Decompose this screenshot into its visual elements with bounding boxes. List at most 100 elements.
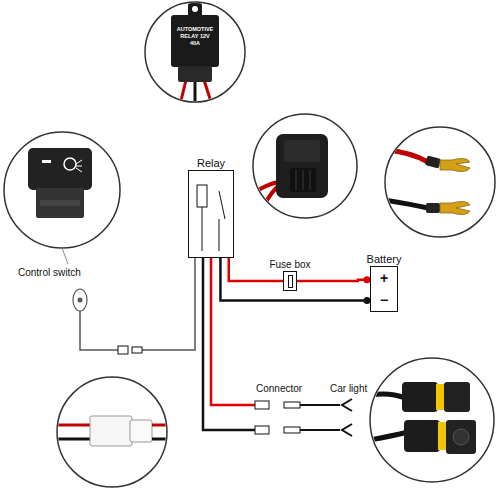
- control-switch-symbol: [78, 298, 83, 303]
- harness-wire: [203, 258, 255, 430]
- terminal-photo: [385, 150, 428, 162]
- switch-photo: [36, 188, 84, 218]
- relay-coil: [197, 185, 207, 207]
- fuse-photo: [303, 170, 304, 190]
- terminal-photo: [385, 150, 470, 215]
- light-connector: [284, 402, 300, 408]
- switch-photo: [4, 132, 120, 248]
- bulb-photo: [402, 382, 438, 412]
- relay-internals: [189, 171, 232, 256]
- wire: [220, 258, 370, 301]
- relay-box: Relay: [188, 156, 234, 258]
- relay-photo: [180, 80, 186, 105]
- part-label: Connector: [256, 383, 302, 394]
- plug-photo: [152, 438, 170, 441]
- relay-photo: [171, 15, 219, 67]
- part-label: Car light: [330, 383, 367, 394]
- fuse-photo: [276, 134, 328, 198]
- terminal-photo: [385, 127, 495, 237]
- node-heading: Fuse box: [269, 258, 310, 271]
- light-connector: [255, 426, 269, 434]
- switch-photo: [76, 166, 82, 167]
- fuse-photo: [258, 186, 278, 218]
- harness-wire: [80, 311, 118, 350]
- bulb-photo: [444, 382, 470, 412]
- node-heading: Battery: [367, 252, 402, 266]
- harness-wire: [142, 258, 195, 350]
- bulb-photo: [453, 429, 469, 445]
- switch-photo: [64, 158, 76, 170]
- harness-wire: [80, 258, 340, 430]
- switch-connector: [132, 347, 142, 353]
- wire: [297, 280, 370, 281]
- relay-photo: [145, 2, 245, 105]
- terminal-photo: [426, 203, 440, 213]
- battery-box-outline: +−: [370, 266, 398, 312]
- relay-lead: [219, 219, 220, 251]
- relay-photo: [178, 66, 212, 82]
- bulb-photo: [370, 432, 408, 440]
- bulb-photo: [446, 420, 476, 454]
- wire-group: [297, 276, 371, 283]
- plug-photo: [55, 377, 170, 487]
- switch-connector: [118, 346, 142, 354]
- light-connector: [255, 401, 269, 409]
- terminal-photo: [440, 201, 470, 214]
- fuse-photo: [250, 114, 357, 218]
- switch-photo: [4, 132, 120, 248]
- relay-photo: [192, 6, 198, 12]
- car-light-symbol: [342, 399, 352, 436]
- relay-box-outline: [188, 170, 234, 258]
- relay-photo: [171, 3, 219, 105]
- fuse-photo: [290, 168, 316, 192]
- fuse-box-outline: [283, 271, 297, 291]
- light-connector: [255, 401, 300, 434]
- fuse-element: [288, 275, 293, 288]
- relay-lead: [202, 207, 203, 251]
- control-switch-symbol: [73, 289, 87, 311]
- switch-photo: [28, 148, 92, 218]
- plug-photo: [130, 420, 152, 442]
- control-switch-symbol: [73, 289, 87, 311]
- relay-photo: [188, 3, 202, 17]
- fuse-photo: [284, 140, 320, 162]
- bulb-photo: [370, 382, 476, 454]
- plug-photo: [152, 424, 170, 427]
- car-light-symbol: [342, 424, 352, 436]
- relay-contact: [219, 191, 225, 219]
- terminal-sign: +: [380, 271, 388, 285]
- light-connector: [284, 427, 300, 433]
- node-heading: Relay: [197, 156, 225, 170]
- terminal-sign: −: [380, 293, 388, 307]
- switch-photo: [76, 160, 82, 164]
- plug-photo: [57, 377, 167, 487]
- bulb-photo: [370, 394, 405, 398]
- harness-wire: [300, 404, 340, 406]
- plug-photo: [55, 416, 170, 446]
- terminal-photo: [440, 158, 470, 171]
- leader-line: [62, 248, 68, 264]
- bulb-photo: [404, 420, 440, 452]
- fuse-photo: [250, 134, 328, 218]
- relay-photo: [194, 80, 197, 105]
- part-label: Control switch: [18, 267, 81, 278]
- bulb-photo: [436, 384, 444, 410]
- fuse-photo: [310, 170, 311, 190]
- fuse-photo: [253, 114, 357, 218]
- terminal-photo: [385, 200, 428, 208]
- car-light-symbol: [342, 399, 352, 411]
- relay-photo: [204, 80, 212, 105]
- battery-box: Battery+−: [367, 252, 402, 312]
- terminal-photo: [425, 155, 441, 168]
- bulb-photo: [370, 358, 494, 482]
- switch-photo: [40, 200, 80, 206]
- bulb-photo: [370, 358, 494, 482]
- plug-photo: [55, 424, 92, 427]
- wire-group: [220, 258, 370, 304]
- plug-photo: [55, 438, 92, 441]
- switch-photo: [42, 160, 51, 163]
- plug-photo: [90, 416, 132, 446]
